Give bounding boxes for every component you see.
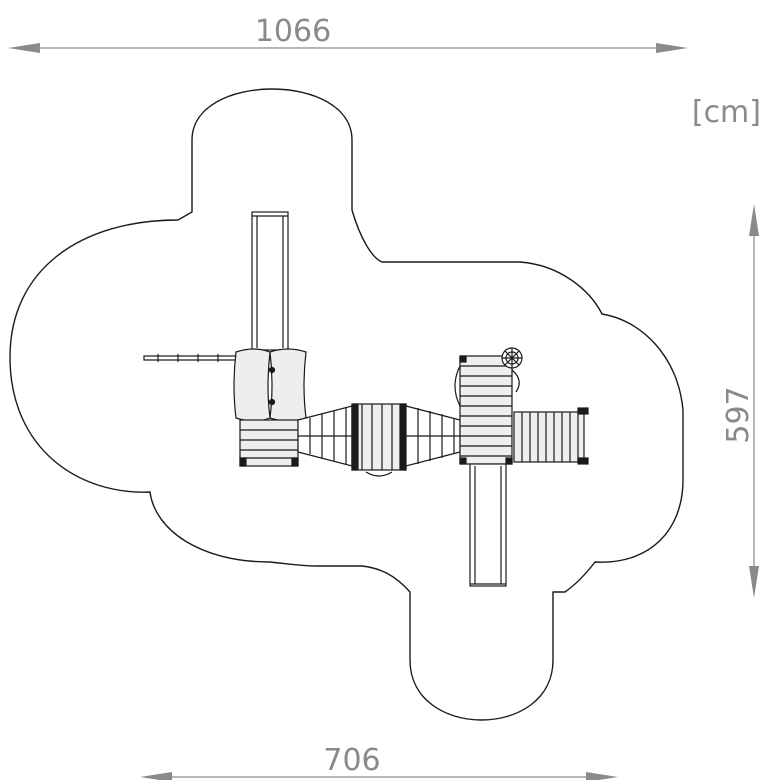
right-tower-platform xyxy=(454,355,513,465)
right-dimension: 597 xyxy=(721,204,759,598)
bottom-dimension: 706 xyxy=(140,743,618,780)
left-bridge xyxy=(297,405,353,467)
right-bridge xyxy=(405,405,461,467)
bottom-dimension-label: 706 xyxy=(323,743,380,778)
right-dimension-arrow-bottom xyxy=(749,566,759,598)
right-dimension-arrow-top xyxy=(749,204,759,236)
left-tower-platform xyxy=(239,419,299,467)
play-structure xyxy=(143,211,589,587)
right-dimension-label: 597 xyxy=(721,386,756,443)
bottom-dimension-arrow-right xyxy=(586,772,618,780)
bottom-slide xyxy=(469,463,507,587)
top-dimension-label: 1066 xyxy=(255,14,331,49)
unit-label: [cm] xyxy=(692,95,761,130)
top-dimension: 1066 xyxy=(8,14,688,53)
right-climbing-ramp xyxy=(513,407,589,465)
safety-zone-outline xyxy=(9,88,684,721)
top-dimension-arrow-left xyxy=(8,43,40,53)
left-slide xyxy=(251,211,289,351)
center-platform xyxy=(351,403,407,477)
bottom-dimension-arrow-left xyxy=(140,772,172,780)
left-climbing-rail xyxy=(143,354,237,362)
steering-wheel-icon xyxy=(501,347,523,393)
top-dimension-arrow-right xyxy=(656,43,688,53)
left-tower-roof xyxy=(233,348,307,422)
